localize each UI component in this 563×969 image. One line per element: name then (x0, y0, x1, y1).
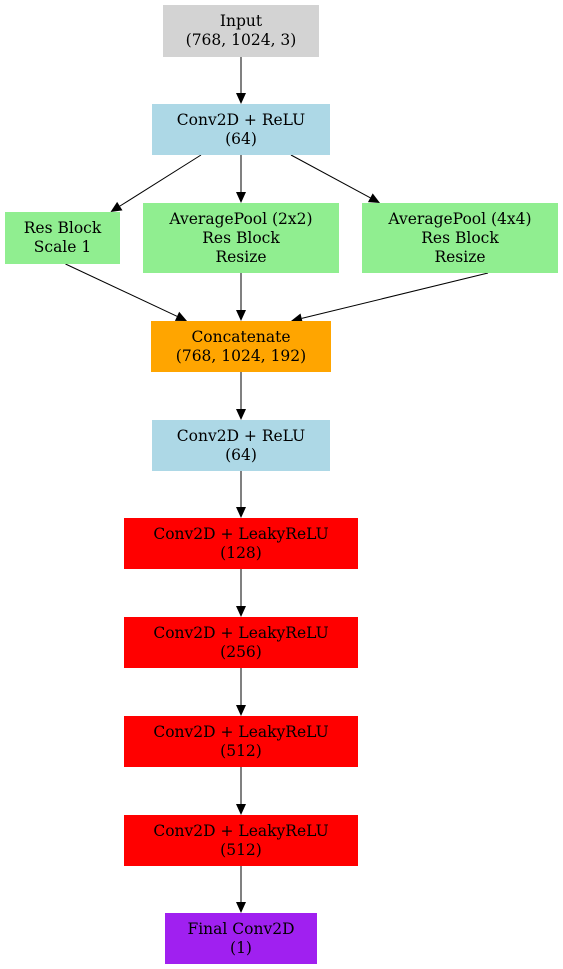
edge-conv2-to-leaky1 (236, 471, 246, 518)
arrowhead (236, 606, 246, 617)
node-conv2d-leakyrelu-128: Conv2D + LeakyReLU (128) (124, 518, 358, 569)
node-res-block-scale-1: Res Block Scale 1 (5, 212, 120, 264)
arrowhead (174, 311, 187, 321)
arrowhead (236, 409, 246, 420)
node-final-conv2d-filters: (1) (230, 938, 252, 957)
node-concatenate-shape: (768, 1024, 192) (175, 346, 307, 365)
arrowhead (236, 192, 246, 203)
node-averagepool-2x2-resize: Resize (215, 247, 267, 266)
edge-pool2-to-concat (236, 273, 246, 321)
node-averagepool-2x2-title: AveragePool (2x2) (169, 209, 313, 228)
arrowhead (236, 804, 246, 815)
node-conv2d-leakyrelu-512-a-filters: (512) (220, 741, 262, 760)
node-res-block-scale-1-title: Res Block (23, 219, 102, 237)
arrowhead (236, 902, 246, 913)
node-averagepool-2x2-block: Res Block (202, 228, 280, 247)
edge-conv1-to-pool4 (290, 154, 380, 203)
edge-input-to-conv1 (236, 57, 246, 104)
node-averagepool-4x4-resize: Resize (434, 247, 486, 266)
node-conv2d-leakyrelu-512-a-title: Conv2D + LeakyReLU (153, 722, 329, 741)
edge-leaky4-to-final (236, 866, 246, 913)
edge-leaky2-to-leaky3 (236, 668, 246, 716)
node-conv2d-leakyrelu-256-filters: (256) (220, 642, 262, 661)
edge-leaky3-to-leaky4 (236, 767, 246, 815)
node-conv2d-leakyrelu-512-b: Conv2D + LeakyReLU (512) (124, 815, 358, 866)
node-averagepool-4x4-block: Res Block (421, 228, 499, 247)
node-conv2d-relu-2: Conv2D + ReLU (64) (152, 420, 330, 471)
node-input: Input (768, 1024, 3) (163, 5, 319, 57)
node-conv2d-relu-2-filters: (64) (225, 445, 257, 464)
node-conv2d-relu-1-title: Conv2D + ReLU (176, 110, 306, 129)
edge-concat-to-conv2 (236, 372, 246, 420)
node-conv2d-leakyrelu-512-b-filters: (512) (220, 840, 262, 859)
node-averagepool-4x4: AveragePool (4x4) Res Block Resize (362, 203, 558, 273)
edge-conv1-to-pool2 (236, 155, 246, 203)
node-input-title: Input (219, 12, 263, 30)
node-concatenate: Concatenate (768, 1024, 192) (151, 321, 331, 372)
node-conv2d-leakyrelu-128-title: Conv2D + LeakyReLU (153, 524, 329, 543)
node-conv2d-leakyrelu-256: Conv2D + LeakyReLU (256) (124, 617, 358, 668)
arrowhead (236, 310, 246, 321)
arrowhead (291, 313, 303, 324)
node-conv2d-relu-2-title: Conv2D + ReLU (176, 426, 306, 445)
edge-line (301, 272, 489, 319)
edge-pool4-to-concat (291, 272, 489, 324)
node-input-shape: (768, 1024, 3) (185, 31, 297, 49)
node-averagepool-4x4-title: AveragePool (4x4) (388, 209, 532, 228)
node-conv2d-relu-1: Conv2D + ReLU (64) (152, 104, 330, 155)
node-final-conv2d-title: Final Conv2D (187, 919, 295, 938)
node-conv2d-leakyrelu-512-b-title: Conv2D + LeakyReLU (153, 821, 329, 840)
node-conv2d-leakyrelu-512-a: Conv2D + LeakyReLU (512) (124, 716, 358, 767)
node-averagepool-2x2: AveragePool (2x2) Res Block Resize (143, 203, 339, 273)
arrowhead (110, 201, 123, 212)
arrowhead (367, 193, 380, 203)
node-conv2d-leakyrelu-256-title: Conv2D + LeakyReLU (153, 623, 329, 642)
node-concatenate-title: Concatenate (191, 327, 291, 346)
edge-line (119, 154, 202, 207)
arrowhead (236, 507, 246, 518)
node-conv2d-relu-1-filters: (64) (225, 129, 257, 148)
edge-line (65, 263, 178, 317)
arrowhead (236, 705, 246, 716)
arrowhead (236, 93, 246, 104)
edge-res1-to-concat (65, 263, 187, 321)
node-final-conv2d: Final Conv2D (1) (165, 913, 317, 964)
edge-leaky1-to-leaky2 (236, 569, 246, 617)
edge-conv1-to-res1 (110, 154, 202, 212)
node-res-block-scale-1-detail: Scale 1 (33, 238, 92, 256)
node-conv2d-leakyrelu-128-filters: (128) (220, 543, 262, 562)
edge-line (290, 154, 371, 199)
